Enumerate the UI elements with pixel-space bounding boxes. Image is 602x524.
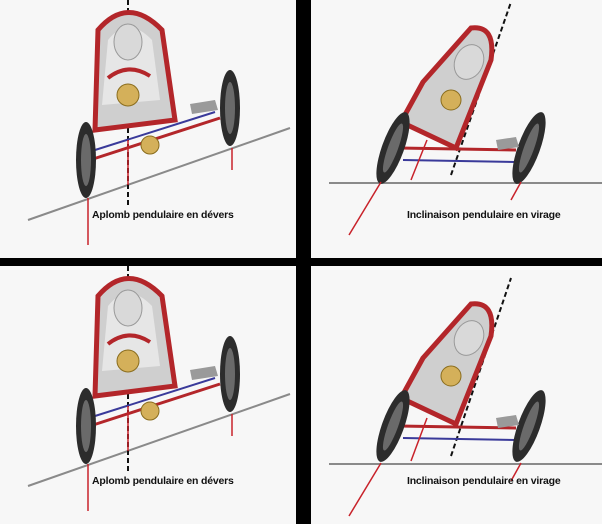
suspension-arm bbox=[398, 146, 517, 152]
panel-caption: Inclinaison pendulaire en virage bbox=[407, 209, 561, 221]
pedal-unit bbox=[496, 415, 519, 428]
panel-devers-bottom: Aplomb pendulaire en dévers bbox=[0, 266, 296, 524]
force-arrow-right bbox=[510, 462, 522, 482]
tie-rod bbox=[94, 111, 216, 151]
force-arrow-left bbox=[348, 462, 382, 517]
suspension-arm bbox=[398, 424, 517, 430]
pivot-hub bbox=[116, 83, 140, 107]
panel-caption: Aplomb pendulaire en dévers bbox=[92, 475, 234, 487]
driver-helmet bbox=[453, 320, 485, 356]
horizontal-divider bbox=[0, 258, 602, 266]
tie-rod bbox=[402, 159, 517, 163]
panel-virage-top: Inclinaison pendulaire en virage bbox=[311, 0, 602, 258]
pivot-hub bbox=[440, 89, 462, 111]
driver-helmet bbox=[453, 44, 485, 80]
steering-bar bbox=[106, 333, 152, 346]
trike-frame-leaning bbox=[397, 25, 495, 152]
lean-axis-line bbox=[450, 277, 512, 457]
trike-virage-illustration bbox=[329, 277, 602, 517]
panel-caption: Inclinaison pendulaire en virage bbox=[407, 475, 561, 487]
slope-ground-line bbox=[27, 127, 291, 221]
pivot-hub bbox=[116, 349, 140, 373]
slope-ground-line bbox=[27, 393, 291, 487]
trike-frame-leaning bbox=[397, 301, 495, 428]
driver-helmet bbox=[113, 23, 143, 61]
force-arrow-right bbox=[510, 181, 522, 201]
tie-rod bbox=[94, 377, 216, 417]
trike-devers-illustration bbox=[27, 266, 291, 511]
trike-devers-illustration bbox=[27, 0, 291, 245]
panel-devers-top: Aplomb pendulaire en dévers bbox=[0, 0, 296, 258]
force-arrow-center bbox=[410, 139, 428, 181]
force-arrow-left bbox=[348, 181, 382, 236]
pedal-unit bbox=[190, 366, 218, 380]
driver-helmet bbox=[113, 289, 143, 327]
steering-bar bbox=[106, 67, 152, 80]
force-arrow-center bbox=[410, 417, 428, 462]
panel-virage-bottom: Inclinaison pendulaire en virage bbox=[311, 266, 602, 524]
trike-virage-illustration bbox=[329, 1, 602, 236]
pedal-unit bbox=[190, 100, 218, 114]
tie-rod bbox=[402, 437, 517, 441]
panel-caption: Aplomb pendulaire en dévers bbox=[92, 209, 234, 221]
pedal-unit bbox=[496, 137, 519, 150]
pivot-hub bbox=[440, 365, 462, 387]
